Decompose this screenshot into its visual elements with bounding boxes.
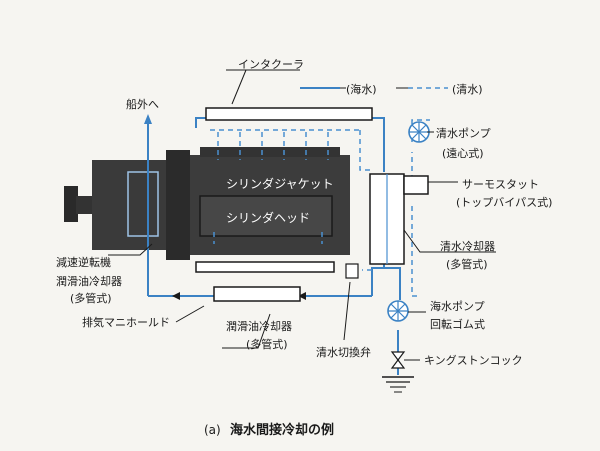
label-intercooler: インタクーラ — [238, 58, 304, 71]
label-cylinder-head: シリンダヘッド — [226, 210, 310, 225]
label-fw-changeover-valve: 清水切換弁 — [316, 345, 371, 359]
label-legend-sea: (海水) — [346, 82, 377, 96]
reduction-gear-box — [127, 171, 159, 237]
label-sw-pump-type: 回転ゴム式 — [430, 317, 485, 331]
caption: 海水間接冷却の例 — [230, 422, 334, 438]
label-thermostat: サーモスタット — [462, 178, 539, 191]
lo-cooler-bottom — [213, 286, 301, 302]
label-lo-cooler-bottom-type: (多管式) — [246, 337, 288, 351]
leader-lines — [108, 69, 496, 361]
intercooler — [205, 107, 373, 121]
label-lo-cooler-left: 潤滑油冷却器 — [56, 274, 122, 288]
shaft-coupling — [64, 186, 78, 222]
label-exhaust-manifold: 排気マニホールド — [82, 315, 170, 329]
caption-prefix: (a) — [204, 423, 221, 437]
freshwater-pump-icon — [408, 121, 430, 143]
label-cylinder-jacket: シリンダジャケット — [226, 176, 334, 191]
label-thermostat-type: (トップバイパス式) — [456, 196, 552, 209]
arrow-sea-left-1 — [172, 292, 180, 300]
engine-assembly — [64, 147, 350, 260]
engine-top — [200, 147, 340, 157]
seawater-pump-icon — [387, 300, 409, 322]
label-legend-fresh: (清水) — [452, 83, 483, 96]
label-fw-pump: 清水ポンプ — [436, 127, 491, 140]
label-fw-cooler-type: (多管式) — [446, 257, 488, 271]
label-fw-pump-type: (遠心式) — [442, 147, 484, 160]
engine-flange — [166, 150, 190, 260]
label-kingston-cock: キングストンコック — [424, 353, 523, 367]
label-sw-pump: 海水ポンプ — [430, 299, 485, 313]
exhaust-manifold — [195, 261, 335, 273]
arrow-sea-left-3 — [298, 292, 306, 300]
thermostat — [403, 175, 429, 195]
label-lo-cooler-bottom: 潤滑油冷却器 — [226, 319, 292, 333]
label-reduction-gear: 減速逆転機 — [56, 255, 111, 269]
freshwater-changeover-valve — [345, 263, 359, 279]
arrow-overboard — [144, 114, 152, 124]
label-lo-cooler-left-type: (多管式) — [70, 291, 112, 305]
shaft — [76, 196, 94, 214]
label-to-outboard: 船外へ — [126, 97, 159, 111]
cylinder-head-box — [199, 195, 333, 237]
kingston-cock-icon — [390, 351, 406, 369]
reduction-gear-housing — [92, 160, 166, 250]
hull-ground-icon — [382, 376, 414, 393]
labels: インタクーラ 船外へ (海水) (清水) 清水ポンプ (遠心式) サーモスタット… — [56, 58, 552, 438]
label-fw-cooler: 清水冷却器 — [440, 240, 495, 253]
